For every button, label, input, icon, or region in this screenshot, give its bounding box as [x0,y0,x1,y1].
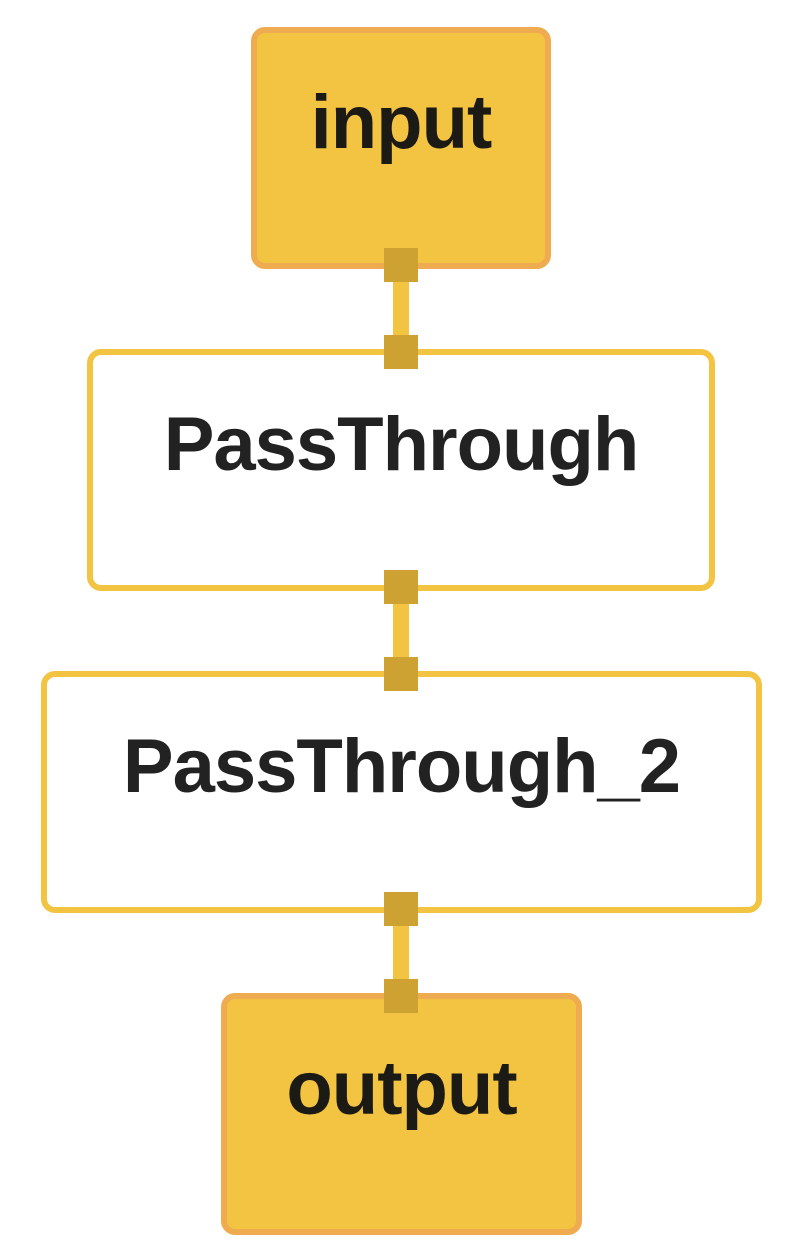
passthrough-out-port[interactable] [384,570,418,604]
passthrough-in-port[interactable] [384,335,418,369]
node-passthrough-label: PassThrough [163,402,640,487]
edge-input-to-passthrough [393,265,409,355]
node-output-label: output [286,1046,517,1131]
node-input[interactable]: input [251,27,551,269]
input-out-port[interactable] [384,248,418,282]
node-passthrough-2-label: PassThrough_2 [122,724,681,809]
edge-passthrough2-to-output [393,909,409,999]
passthrough-2-in-port[interactable] [384,657,418,691]
edge-passthrough-to-passthrough2 [393,587,409,677]
node-output[interactable]: output [221,993,582,1235]
node-input-label: input [310,80,493,165]
output-in-port[interactable] [384,979,418,1013]
node-passthrough[interactable]: PassThrough [87,349,715,591]
node-passthrough-2[interactable]: PassThrough_2 [41,671,762,913]
passthrough-2-out-port[interactable] [384,892,418,926]
